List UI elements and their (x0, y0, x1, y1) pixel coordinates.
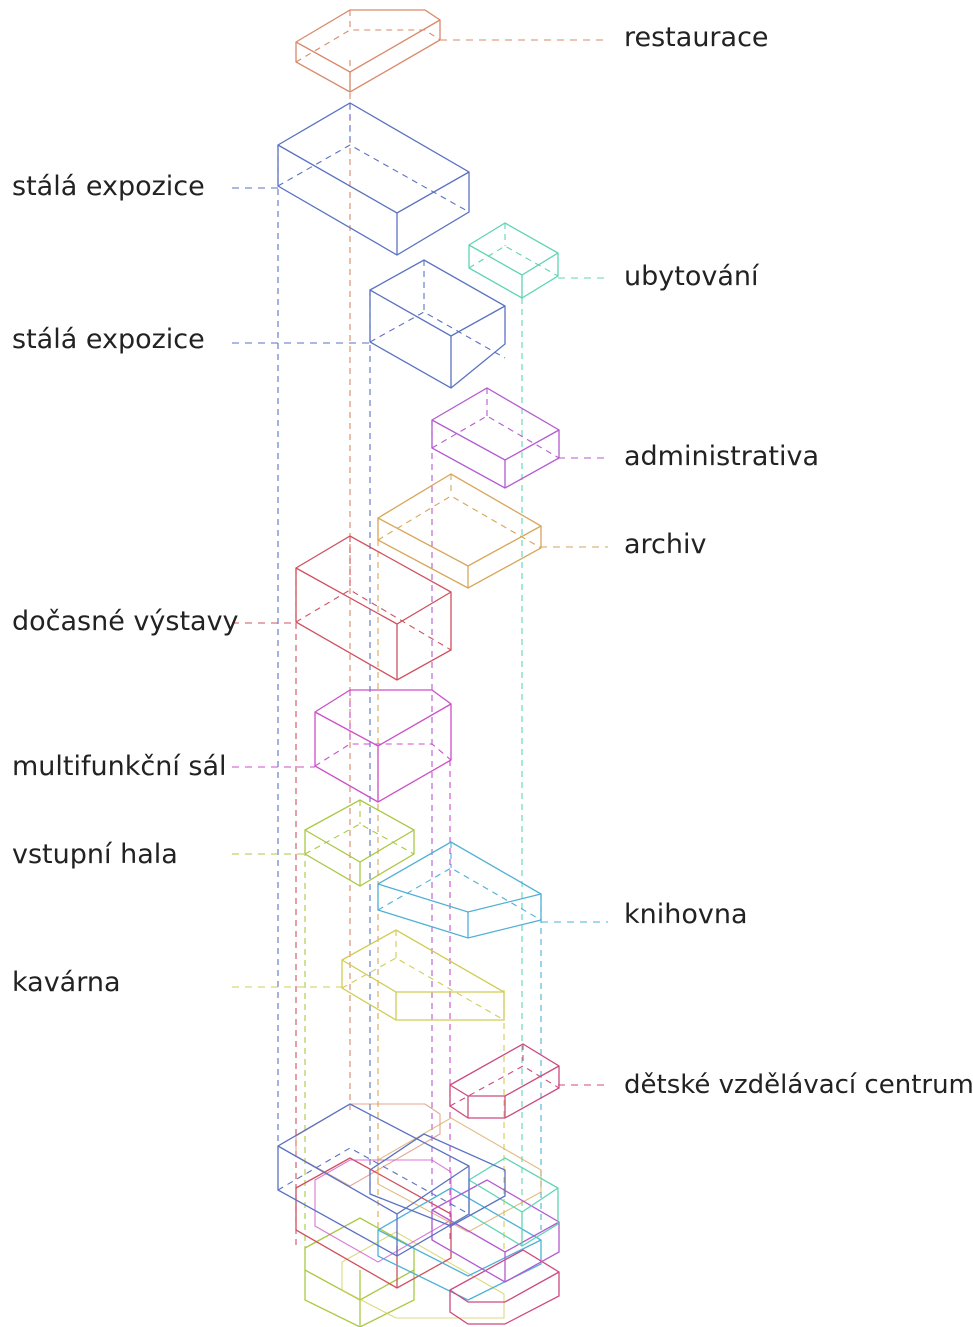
volume-docasne-vystavy (295, 535, 452, 681)
volume-administrativa (431, 387, 560, 489)
label-archiv: archiv (624, 529, 707, 560)
volume-detske-centrum (449, 1043, 560, 1119)
label-vstupni-hala: vstupní hala (12, 839, 178, 870)
label-stala-expozice-1: stálá expozice (12, 171, 205, 202)
volume-ubytovani (468, 222, 559, 299)
volume-stala-expozice-2 (369, 259, 506, 389)
volume-restaurace (295, 9, 441, 93)
label-docasne-vystavy: dočasné výstavy (12, 606, 239, 637)
label-multifunkcni-sal: multifunkční sál (12, 751, 227, 782)
label-administrativa: administrativa (624, 441, 820, 472)
volume-knihovna (377, 841, 542, 939)
volume-vstupni-hala (304, 799, 415, 887)
label-detske-centrum: dětské vzdělávací centrum (624, 1070, 973, 1100)
label-stala-expozice-2: stálá expozice (12, 324, 205, 355)
assembled-building (277, 1103, 560, 1327)
volume-stala-expozice-1 (277, 102, 470, 256)
label-knihovna: knihovna (624, 899, 748, 930)
volume-multifunkcni-sal (314, 689, 452, 803)
volume-kavarna (341, 929, 505, 1021)
label-restaurace: restaurace (624, 22, 769, 53)
leader-lines (232, 39, 608, 1086)
label-kavarna: kavárna (12, 967, 121, 998)
projection-lines (277, 60, 542, 1250)
volume-archiv (377, 473, 542, 589)
label-ubytovani: ubytování (624, 261, 759, 292)
